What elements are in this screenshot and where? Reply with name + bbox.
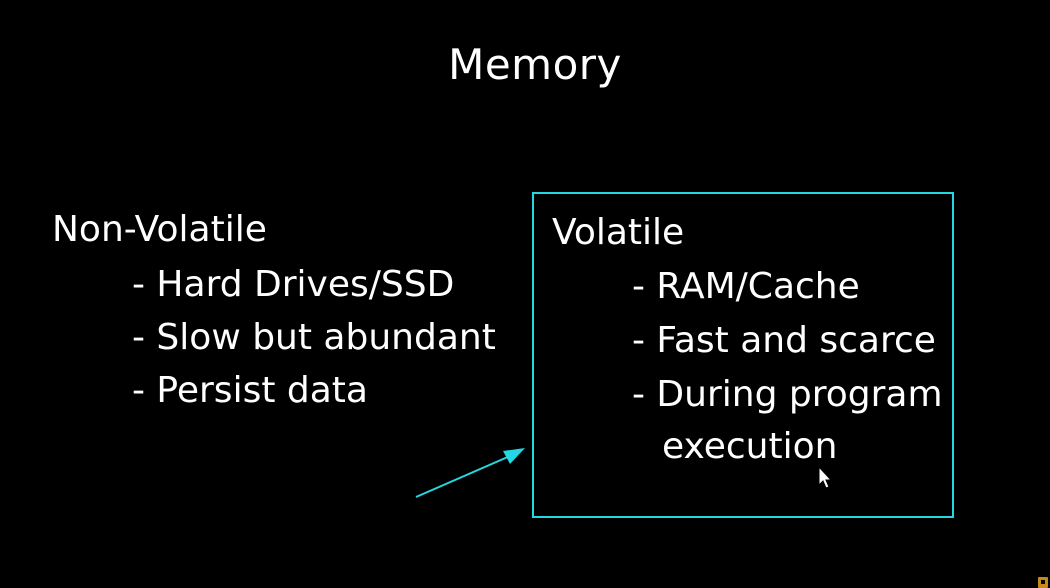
watermark-logo-icon bbox=[1038, 577, 1048, 588]
volatile-item: - During program bbox=[632, 374, 943, 415]
volatile-heading: Volatile bbox=[552, 212, 685, 253]
volatile-highlight-box bbox=[532, 192, 954, 518]
non-volatile-item: - Slow but abundant bbox=[132, 317, 496, 358]
mouse-cursor-icon bbox=[818, 466, 832, 489]
volatile-item-continued: execution bbox=[662, 426, 838, 467]
volatile-item: - RAM/Cache bbox=[632, 266, 860, 307]
non-volatile-item: - Hard Drives/SSD bbox=[132, 264, 455, 305]
slide-title: Memory bbox=[448, 40, 622, 89]
volatile-item: - Fast and scarce bbox=[632, 320, 936, 361]
non-volatile-heading: Non-Volatile bbox=[52, 209, 267, 250]
non-volatile-item: - Persist data bbox=[132, 370, 368, 411]
